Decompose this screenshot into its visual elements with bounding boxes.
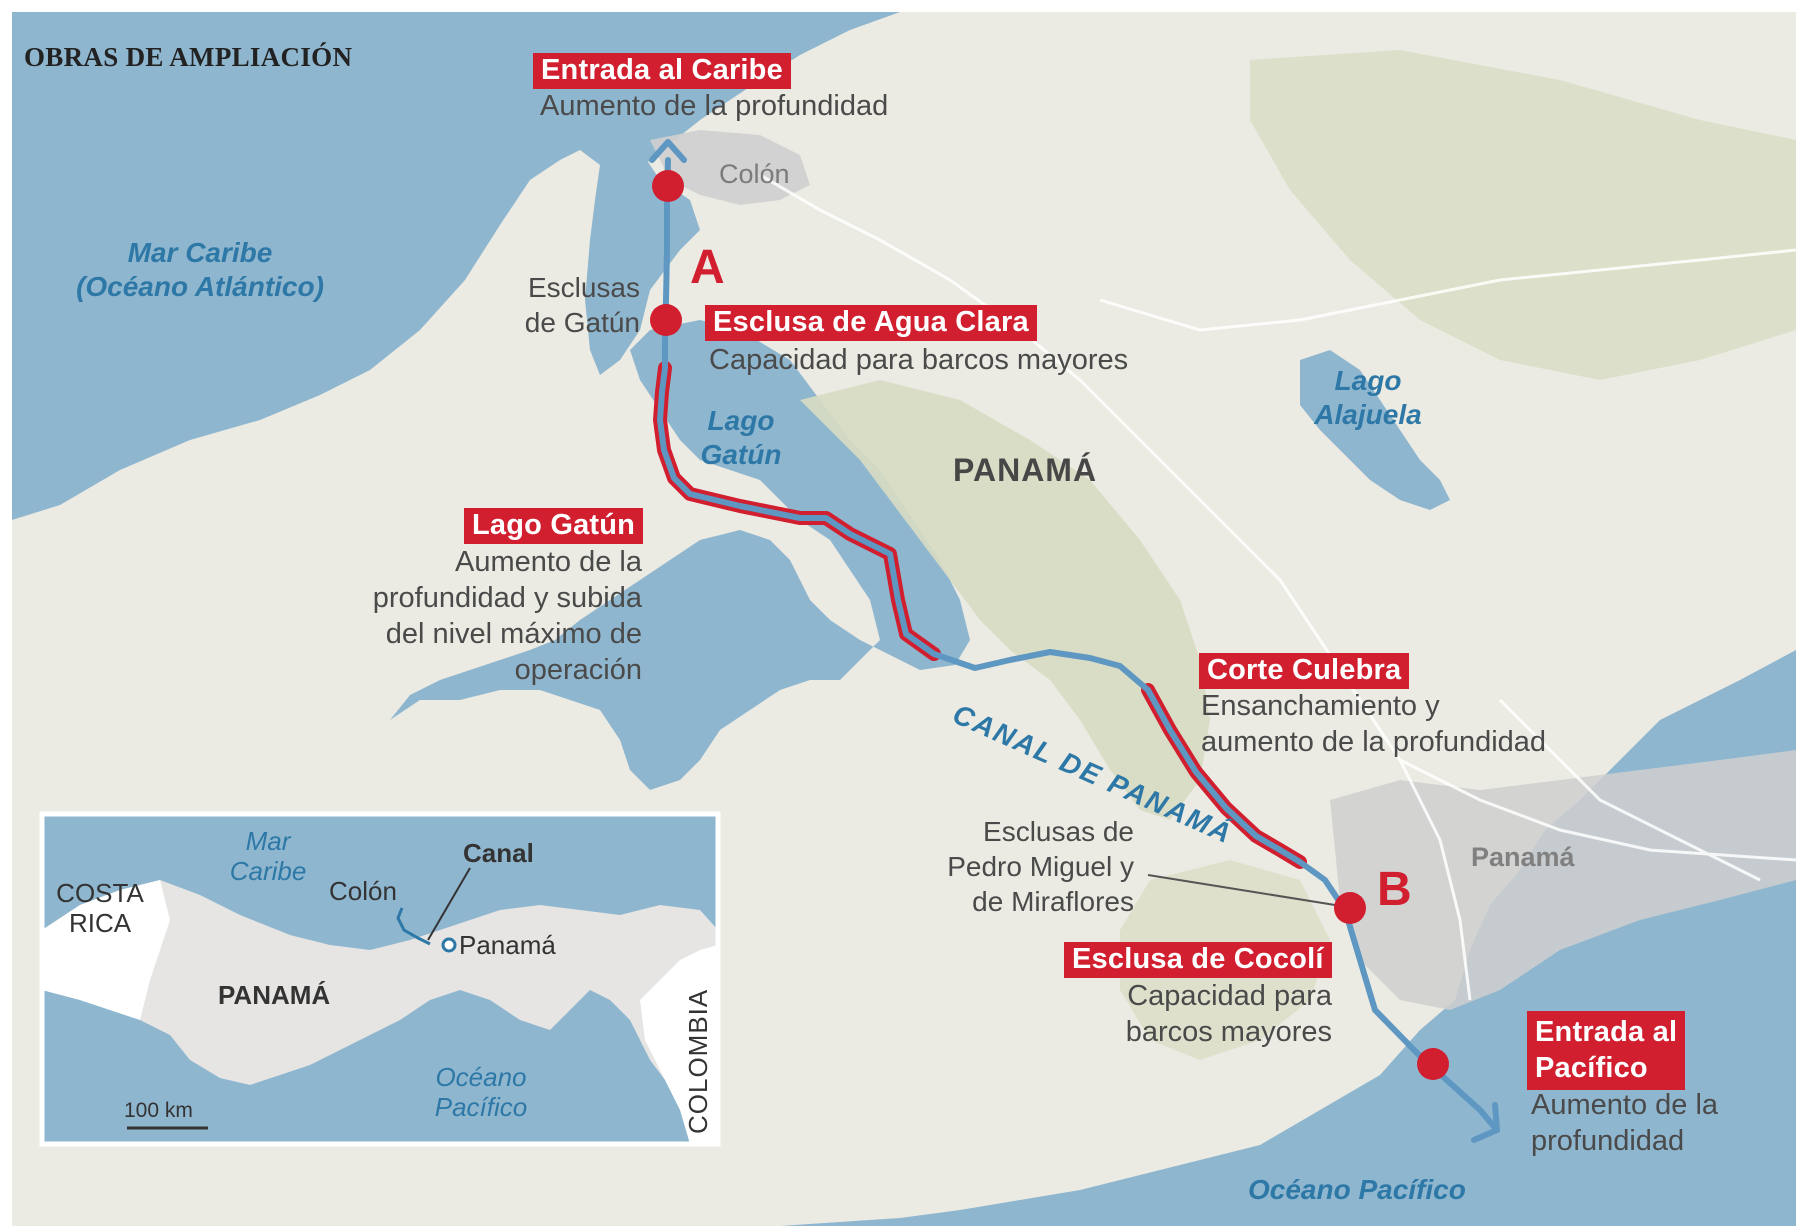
water-mar-caribe: Mar Caribe (Océano Atlántico)	[50, 236, 350, 304]
place-line: de Gatún	[524, 307, 640, 338]
inset-canal: Canal	[463, 838, 534, 868]
markers	[650, 170, 1449, 1080]
marker-agua-clara	[650, 304, 682, 336]
inset-land	[42, 880, 718, 1144]
point-a: A	[690, 241, 725, 294]
inset-oceano-pacifico: Océano Pacífico	[415, 1062, 547, 1122]
desc-line: barcos mayores	[1125, 1016, 1332, 1048]
inset-capital-marker	[441, 937, 457, 953]
desc-line: Aumento de la	[454, 546, 642, 578]
inset-panama: PANAMÁ	[218, 980, 331, 1010]
inset-costa-rica: COSTA RICA	[46, 878, 154, 938]
lago-alajuela-water	[1300, 350, 1450, 510]
inset-colon: Colón	[329, 876, 397, 906]
inset-line: RICA	[68, 908, 132, 938]
inset-colombia: COLOMBIA	[683, 988, 713, 1134]
label-line: Pacífico	[1535, 1052, 1648, 1084]
limon-bay	[585, 150, 700, 375]
urban-colon	[650, 130, 810, 205]
point-b: B	[1377, 863, 1412, 916]
marker-entrada-caribe	[652, 170, 684, 202]
forest	[1250, 50, 1796, 380]
desc-line: aumento de la profundidad	[1201, 726, 1547, 758]
label-line: Entrada al	[1535, 1016, 1678, 1048]
lago-gatun-water	[390, 320, 970, 790]
map-title: OBRAS DE AMPLIACIÓN	[24, 42, 353, 72]
desc-line: operación	[514, 654, 642, 686]
desc-lago-gatun: Aumento de la profundidad y subida del n…	[330, 544, 642, 688]
water-line: Gatún	[700, 439, 782, 470]
label-entrada-pacifico: Entrada al Pacífico	[1527, 1011, 1686, 1090]
inset-line: Caribe	[229, 856, 307, 886]
inset-canal	[396, 907, 431, 946]
inset-mar-caribe: Mar Caribe	[215, 826, 321, 886]
inset-leader	[427, 867, 471, 941]
label-entrada-caribe: Entrada al Caribe	[533, 53, 791, 89]
water-line: Lago	[1334, 365, 1402, 396]
desc-corte-culebra: Ensanchamiento y aumento de la profundid…	[1201, 688, 1546, 760]
canal-arrow-south	[1471, 1102, 1500, 1143]
desc-cocoli: Capacidad para barcos mayores	[1080, 978, 1332, 1050]
desc-line: profundidad	[1531, 1125, 1685, 1157]
desc-line: Ensanchamiento y	[1201, 690, 1440, 722]
desc-entrada-pacifico: Aumento de la profundidad	[1531, 1087, 1718, 1159]
desc-line: profundidad y subida	[372, 582, 642, 614]
inset-costa-rica	[42, 880, 170, 1020]
desc-line: Capacidad para	[1127, 980, 1332, 1012]
inset-line: Mar	[245, 826, 291, 856]
label-agua-clara: Esclusa de Agua Clara	[705, 305, 1037, 341]
marker-entrada-pacifico	[1417, 1048, 1449, 1080]
canal-route	[649, 139, 1500, 1143]
esclusas-pedro-miguel: Esclusas de Pedro Miguel y de Miraflores	[898, 814, 1134, 919]
label-lago-gatun: Lago Gatún	[464, 508, 644, 544]
inset-line: Océano	[435, 1062, 527, 1092]
inset-colombia	[640, 945, 718, 1144]
marker-cocoli	[1334, 892, 1366, 924]
esclusas-gatun: Esclusas de Gatún	[500, 270, 640, 340]
water-lago-gatun: Lago Gatún	[685, 404, 797, 472]
canal-line	[657, 157, 1500, 1133]
place-line: Pedro Miguel y	[947, 851, 1134, 882]
place-line: de Miraflores	[972, 886, 1134, 917]
water-oceano-pacifico: Océano Pacífico	[1248, 1174, 1466, 1205]
place-line: Esclusas de	[983, 816, 1134, 847]
inset-map	[39, 811, 721, 1147]
country-panama: PANAMÁ	[953, 452, 1098, 488]
desc-line: del nivel máximo de	[385, 618, 642, 650]
city-colon: Colón	[719, 159, 790, 189]
desc-entrada-caribe: Aumento de la profundidad	[540, 90, 889, 122]
water-line: Mar Caribe	[127, 237, 273, 268]
water-line: (Océano Atlántico)	[76, 271, 324, 302]
water-line: Lago	[707, 405, 775, 436]
leader-line	[1147, 874, 1336, 906]
forest	[800, 380, 1210, 820]
label-corte-culebra: Corte Culebra	[1199, 653, 1410, 689]
inset-scale-label: 100 km	[124, 1099, 193, 1122]
place-line: Esclusas	[527, 272, 640, 303]
urban-panama	[1330, 750, 1796, 1010]
inset-panama-city: Panamá	[459, 930, 556, 960]
water-lago-alajuela: Lago Alajuela	[1305, 364, 1431, 432]
water-line: Alajuela	[1314, 399, 1422, 430]
inset-line: Pacífico	[434, 1092, 528, 1122]
inset-line: COSTA	[56, 878, 144, 908]
canal-arrow-north	[649, 139, 687, 163]
label-cocoli: Esclusa de Cocolí	[1064, 942, 1332, 978]
roads	[759, 173, 1796, 1001]
desc-agua-clara: Capacidad para barcos mayores	[709, 344, 1129, 376]
city-panama: Panamá	[1471, 842, 1575, 872]
desc-line: Aumento de la	[1531, 1089, 1719, 1121]
